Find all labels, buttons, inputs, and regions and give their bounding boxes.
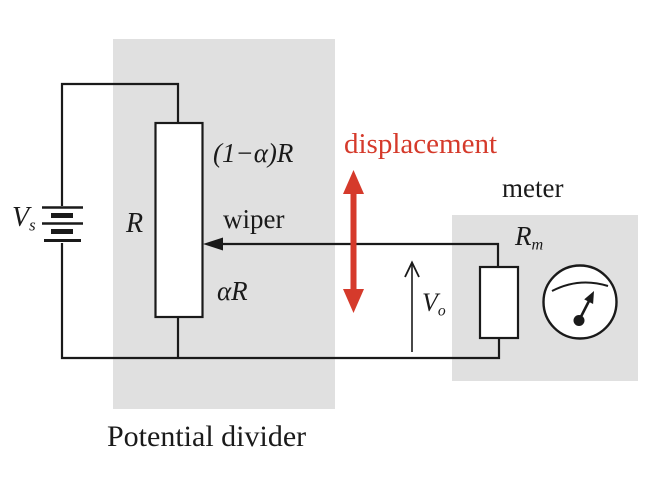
source-voltage-subscript: s bbox=[29, 215, 36, 235]
lower-fraction-label: αR bbox=[217, 276, 248, 306]
wiper-arrowhead-icon bbox=[203, 237, 223, 251]
upper-fraction-label: (1−α)R bbox=[213, 138, 294, 168]
meter-resistance-symbol: R bbox=[515, 221, 532, 251]
displacement-label: displacement bbox=[344, 128, 498, 160]
wiper-wire bbox=[220, 242, 500, 267]
output-voltage-symbol: V bbox=[422, 288, 438, 317]
displacement-arrow bbox=[343, 170, 364, 313]
output-voltage-arrow bbox=[404, 260, 420, 352]
output-voltage-subscript: o bbox=[437, 302, 446, 320]
divider-caption: Potential divider bbox=[107, 420, 307, 453]
top-wire bbox=[60, 82, 180, 206]
source-voltage-label: Vs bbox=[12, 203, 36, 234]
total-resistance-label: R bbox=[126, 208, 144, 239]
meter-resistance-label: Rm bbox=[515, 222, 543, 254]
battery-icon bbox=[42, 206, 83, 242]
potential-divider-region bbox=[113, 39, 335, 409]
meter-region-label: meter bbox=[502, 173, 564, 203]
meter-resistance-subscript: m bbox=[531, 235, 544, 254]
output-voltage-label: Vo bbox=[422, 289, 446, 320]
meter-resistor bbox=[478, 265, 520, 340]
source-voltage-symbol: V bbox=[12, 202, 30, 233]
wiper-label: wiper bbox=[223, 204, 285, 234]
potentiometer-body bbox=[154, 121, 204, 319]
meter-dial-icon bbox=[542, 264, 618, 340]
bottom-wire bbox=[60, 243, 501, 360]
